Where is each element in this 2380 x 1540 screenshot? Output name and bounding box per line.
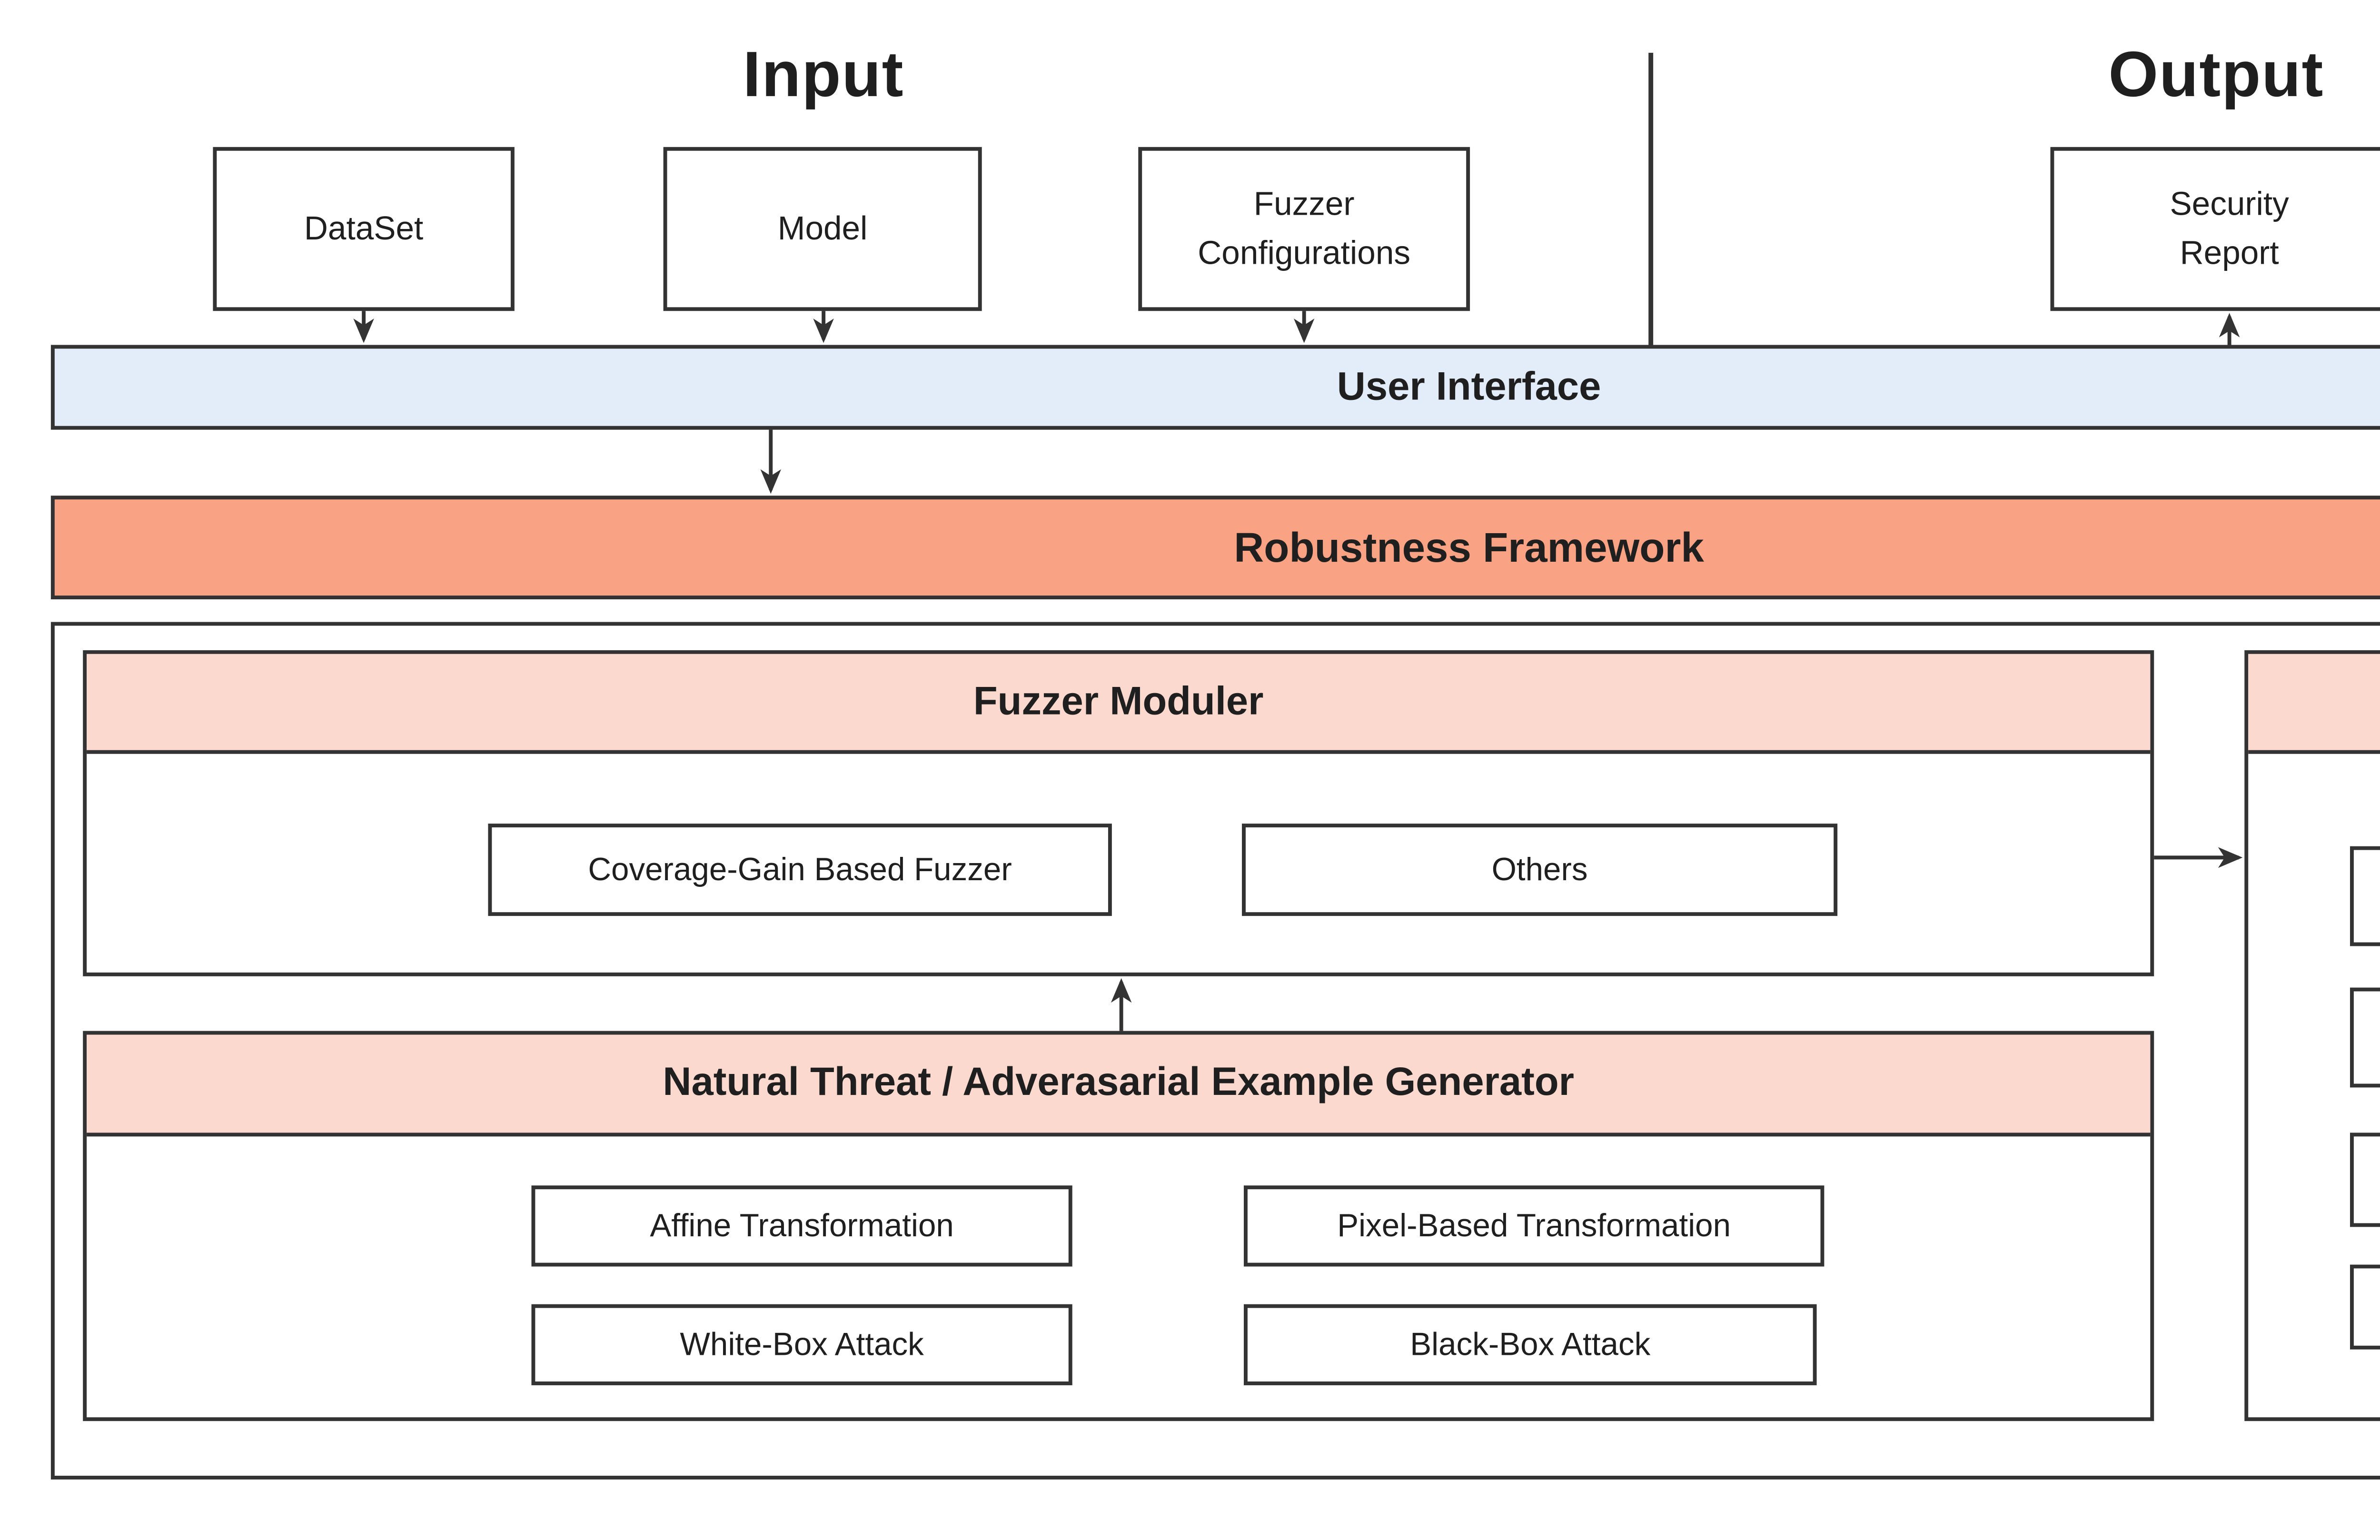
affine-transformation-box: Affine Transformation: [531, 1185, 1072, 1267]
input-title: Input: [743, 40, 904, 111]
classification-utility-box: Classification Utility: [2350, 846, 2380, 946]
pixel-based-transformation-box: Pixel-Based Transformation: [1244, 1185, 1825, 1267]
coverage-utility-box: Coverage Utility: [2350, 987, 2380, 1088]
generator-panel: Natural Threat / Adverasarial Example Ge…: [83, 1031, 2154, 1421]
coverage-gain-fuzzer-box: Coverage-Gain Based Fuzzer: [488, 824, 1112, 916]
fuzzer-moduler-panel: Fuzzer Moduler Coverage-Gain Based Fuzze…: [83, 650, 2154, 976]
fuzzer-moduler-header: Fuzzer Moduler: [87, 654, 2151, 754]
robustness-framework-bar: Robustness Framework: [50, 496, 2380, 599]
fuzzer-others-box: Others: [1242, 824, 1838, 916]
white-box-attack-box: White-Box Attack: [531, 1304, 1072, 1385]
black-box-attack-box: Black-Box Attack: [1244, 1304, 1817, 1385]
attack-utility-box: Attack Utility: [2350, 1133, 2380, 1227]
model-box: Model: [663, 147, 982, 311]
evaluation-header: Evaluation: [2248, 654, 2380, 754]
dataset-box: DataSet: [213, 147, 515, 311]
generator-header: Natural Threat / Adverasarial Example Ge…: [87, 1034, 2151, 1137]
user-interface-bar: User Interface: [50, 345, 2380, 430]
evaluation-panel: Evaluation Classification Utility Covera…: [2244, 650, 2380, 1421]
security-report-box: Security Report: [2050, 147, 2380, 311]
fuzzer-configurations-box: Fuzzer Configurations: [1138, 147, 1470, 311]
evaluation-others-box: Others: [2350, 1264, 2380, 1350]
output-title: Output: [2108, 40, 2324, 111]
